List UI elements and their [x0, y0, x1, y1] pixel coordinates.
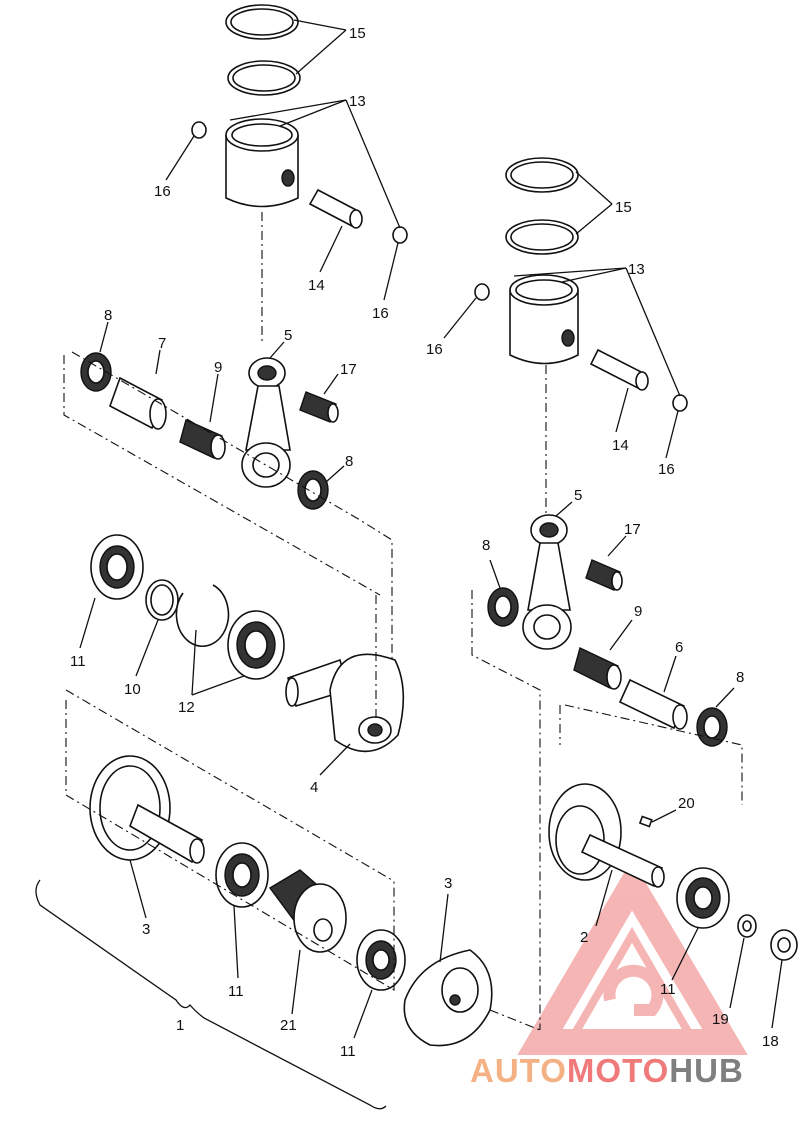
callout-16-right-left: 16 — [426, 341, 443, 358]
callout-8-left-washer: 8 — [345, 453, 353, 470]
callout-16-left-right: 16 — [372, 305, 389, 322]
callout-14-left: 14 — [308, 277, 325, 294]
callout-11-left-mid: 11 — [228, 983, 244, 1000]
leader-lines — [79, 19, 783, 1039]
watermark-part-hub: HUB — [669, 1052, 744, 1089]
callout-9-right: 9 — [634, 603, 642, 620]
callout-18: 18 — [762, 1033, 779, 1050]
callout-3-left: 3 — [142, 921, 150, 938]
callout-8-right-left: 8 — [482, 537, 490, 554]
callout-17-right: 17 — [624, 521, 641, 538]
callout-9-left: 9 — [214, 359, 222, 376]
svg-text:AUTOMOTOHUB: AUTOMOTOHUB — [470, 1052, 744, 1089]
watermark-logo — [517, 859, 748, 1055]
callout-5-left: 5 — [284, 327, 292, 344]
callout-21: 21 — [280, 1017, 297, 1034]
callout-13-left: 13 — [349, 93, 366, 110]
left-piston-group — [191, 4, 408, 345]
callout-16-left-top: 16 — [154, 183, 171, 200]
callout-11-left-top: 11 — [70, 653, 86, 670]
watermark-part-moto: MOTO — [567, 1052, 669, 1089]
callout-3-right: 3 — [444, 875, 452, 892]
callout-19: 19 — [712, 1011, 729, 1028]
callout-5-right: 5 — [574, 487, 582, 504]
callout-20: 20 — [678, 795, 695, 812]
callout-10: 10 — [124, 681, 141, 698]
left-connecting-rod-group — [63, 351, 393, 680]
callout-14-right: 14 — [612, 437, 629, 454]
callout-12: 12 — [178, 699, 195, 716]
left-lower-assembly — [35, 689, 541, 1110]
watermark-part-auto: AUTO — [470, 1052, 567, 1089]
callout-1: 1 — [176, 1017, 184, 1034]
callout-15-left: 15 — [349, 25, 366, 42]
watermark-text: AUTOMOTOHUB — [470, 1052, 744, 1089]
callout-11-right: 11 — [660, 981, 676, 998]
callout-16-right-right: 16 — [658, 461, 675, 478]
callout-8-right-right: 8 — [736, 669, 744, 686]
callout-7: 7 — [158, 335, 166, 352]
callout-4: 4 — [310, 779, 318, 796]
callout-11-left-bottom: 11 — [340, 1043, 356, 1060]
callout-2: 2 — [580, 929, 588, 946]
callout-15-right: 15 — [615, 199, 632, 216]
callout-17-left: 17 — [340, 361, 357, 378]
callout-labels: 15 13 16 14 16 8 7 9 5 17 8 11 10 12 4 3… — [70, 25, 779, 1060]
left-crank-half — [90, 534, 405, 753]
callout-8-left-seal: 8 — [104, 307, 112, 324]
right-piston-group — [474, 157, 688, 515]
right-lower-assembly — [548, 783, 798, 961]
callout-13-right: 13 — [628, 261, 645, 278]
right-connecting-rod-group — [471, 514, 743, 1030]
callout-6: 6 — [675, 639, 683, 656]
